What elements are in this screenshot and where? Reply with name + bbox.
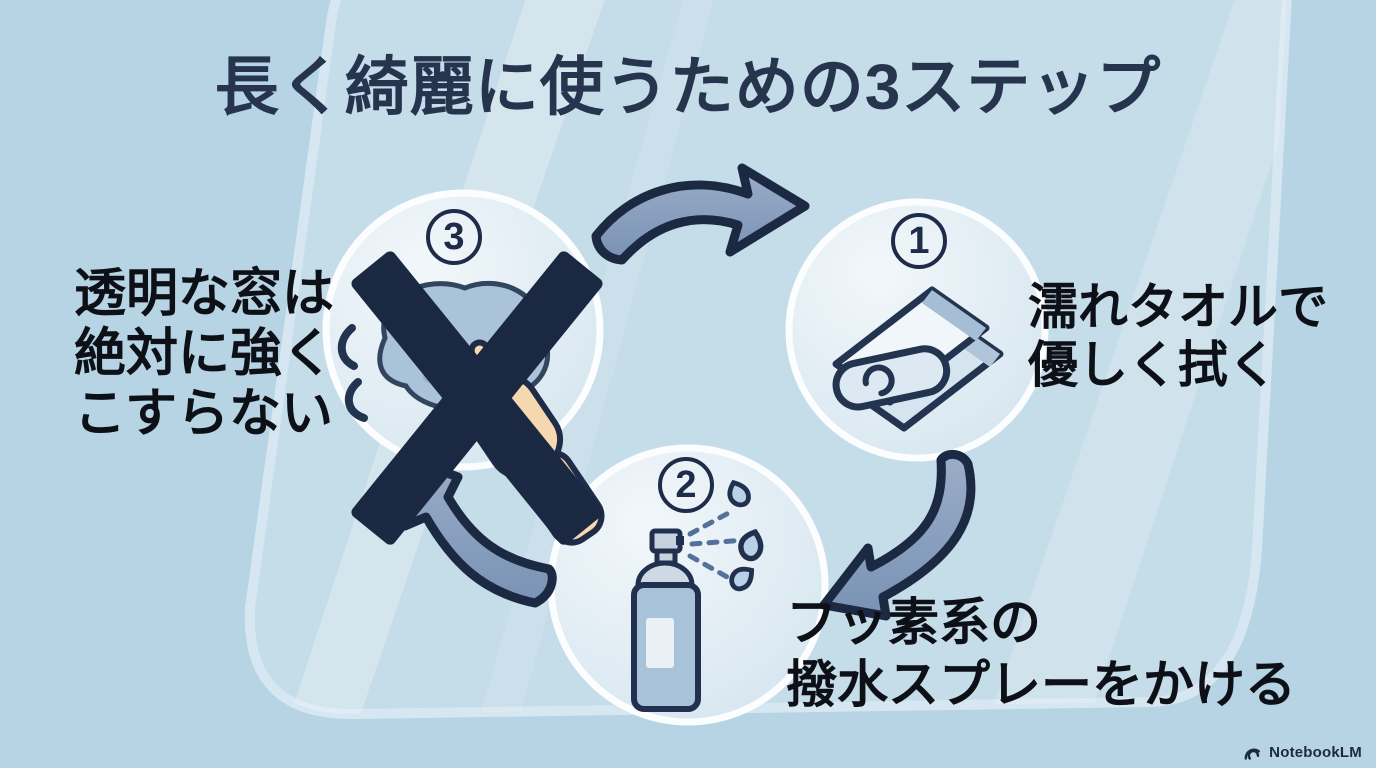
brand-label: NotebookLM xyxy=(1269,744,1362,761)
notebooklm-watermark: NotebookLM xyxy=(1244,744,1362,761)
step-2-caption-line-2: 撥水スプレーをかける xyxy=(786,656,1297,713)
spray-can-icon xyxy=(631,479,764,712)
window-pane xyxy=(244,0,1292,720)
motion-lines xyxy=(337,324,368,422)
prohibition-x-mark xyxy=(351,251,603,545)
step-3-number: 3 xyxy=(443,215,465,258)
step-1-caption-line-2: 優しく拭く xyxy=(1028,337,1278,393)
spray-mist-lines xyxy=(687,507,749,585)
towel-roll xyxy=(832,345,951,411)
water-droplets xyxy=(727,479,764,592)
step-2-number: 2 xyxy=(675,463,697,506)
step-2-caption: フッ素系の 撥水スプレーをかける xyxy=(786,592,1296,716)
step-3-caption: 透明な窓は 絶対に強く こすらない xyxy=(74,264,334,444)
step-1-number-badge: 1 xyxy=(891,213,947,269)
page-title: 長く綺麗に使うための3ステップ xyxy=(214,51,1162,123)
arrow-step3-to-step1-icon xyxy=(591,163,810,265)
step-3-caption-line-1: 透明な窓は xyxy=(74,265,335,323)
step-1-number: 1 xyxy=(908,219,930,262)
step-1-caption: 濡れタオルで 優しく拭く xyxy=(1028,278,1328,394)
arrow-step2-to-step3-icon xyxy=(400,454,557,608)
step-1-caption-line-1: 濡れタオルで xyxy=(1028,279,1328,335)
arrow-step1-to-step2-icon xyxy=(819,450,976,621)
step-2-caption-line-1: フッ素系の xyxy=(786,594,1042,651)
step-3-number-badge: 3 xyxy=(426,209,482,265)
step-3-caption-line-2: 絶対に強く xyxy=(74,325,335,383)
folded-towel-icon xyxy=(832,286,1004,432)
step-3-caption-line-3: こすらない xyxy=(74,385,333,443)
no-rubbing-hand-crossed-icon xyxy=(337,251,605,546)
notebooklm-logo-icon xyxy=(1244,748,1261,760)
step-2-number-badge: 2 xyxy=(658,457,714,513)
